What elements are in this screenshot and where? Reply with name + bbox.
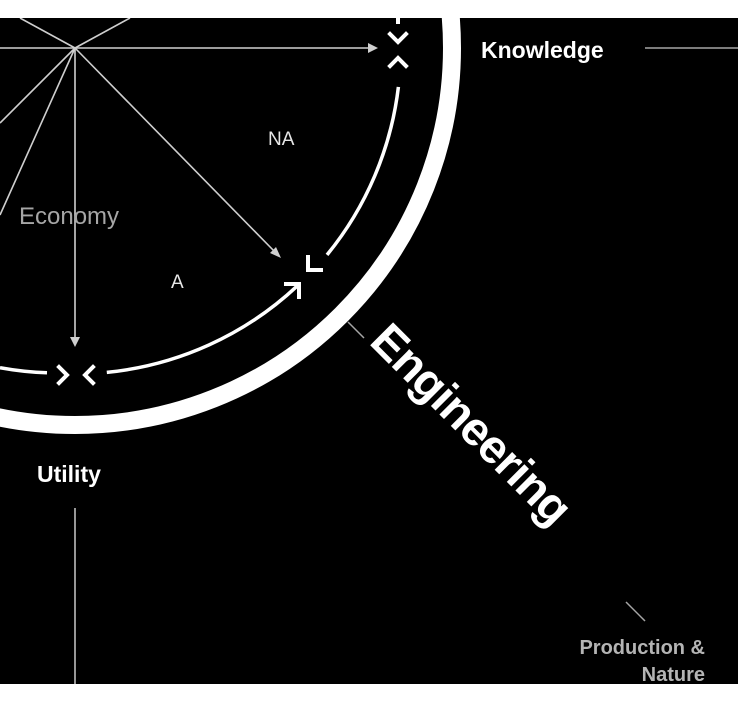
engineering-connector-top (347, 321, 365, 339)
production-label-line2: Nature (642, 664, 705, 684)
flow-arc-lower (0, 365, 48, 375)
engineering-label: Engineering (361, 313, 583, 535)
diagram-canvas: Knowledge NA Economy A Utility Engineeri… (0, 18, 738, 684)
knowledge-label: Knowledge (481, 37, 604, 63)
arrowheads (70, 43, 378, 347)
na-label: NA (268, 129, 295, 150)
converge-horizontal-icon (56, 364, 96, 386)
outer-ring (0, 18, 461, 434)
flow-arc-upper (325, 86, 401, 257)
engineering-diagram: Knowledge NA Economy A Utility Engineeri… (0, 18, 738, 684)
engineering-connector-bottom (625, 601, 646, 622)
converge-diagonal-icon (284, 255, 323, 299)
flow-arc-middle (106, 284, 299, 375)
production-label-line1: Production & (579, 637, 705, 659)
economy-label: Economy (19, 203, 119, 230)
utility-label: Utility (37, 461, 101, 487)
a-label: A (171, 272, 184, 293)
converge-vertical-icon (387, 18, 409, 69)
radial-lines (0, 18, 370, 338)
